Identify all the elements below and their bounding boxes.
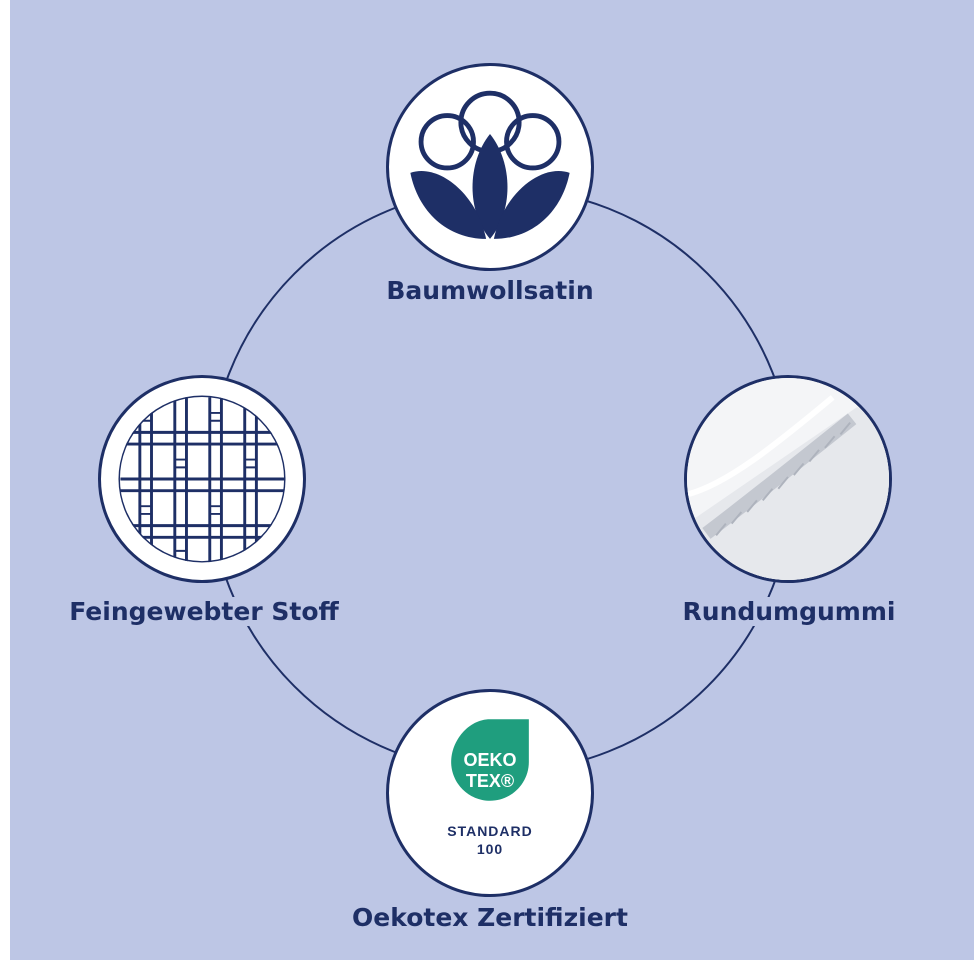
cotton-badge xyxy=(386,63,594,271)
oeko-badge xyxy=(386,689,594,897)
oeko-number: 100 xyxy=(476,841,504,857)
oeko-line1: OEKO xyxy=(463,750,517,770)
oeko-tex-logo xyxy=(451,719,529,801)
woven-badge xyxy=(98,375,306,583)
feature-label-cotton: Baumwollsatin xyxy=(386,276,594,305)
feature-label-elastic: Rundumgummi xyxy=(670,597,908,626)
oeko-standard: STANDARD xyxy=(447,823,533,839)
woven-fabric-icon xyxy=(118,395,286,563)
elastic-edge-photo xyxy=(687,378,889,580)
feature-diagram: Baumwollsatin xyxy=(10,0,974,960)
oeko-line2: TEX® xyxy=(465,771,515,791)
feature-label-oeko: Oekotex Zertifiziert xyxy=(352,903,628,932)
feature-label-woven: Feingewebter Stoff xyxy=(60,597,348,626)
cotton-flower-icon xyxy=(410,90,570,239)
elastic-badge xyxy=(684,375,892,583)
